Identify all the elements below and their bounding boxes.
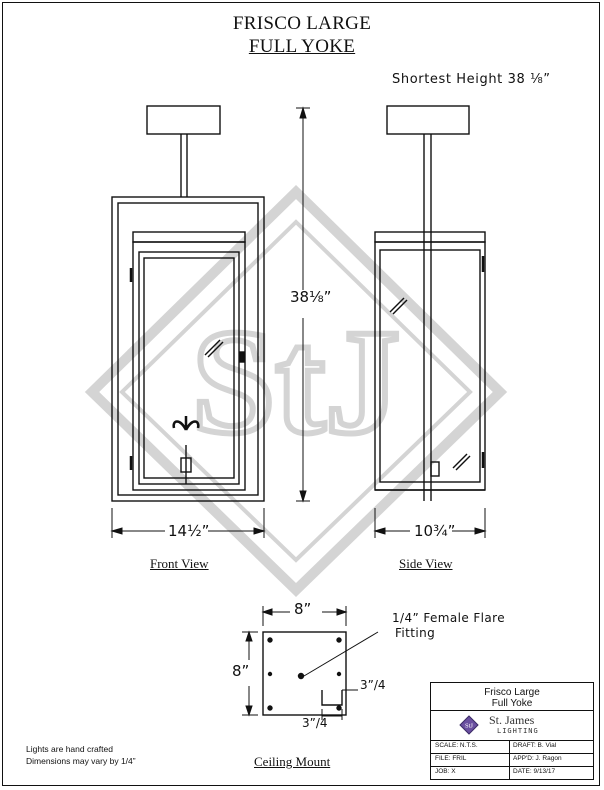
slot-width-label: 3”/4	[360, 678, 386, 692]
handcrafted-note: Lights are hand crafted	[26, 744, 113, 754]
dimension-variance-note: Dimensions may vary by 1/4”	[26, 756, 136, 766]
ceiling-width-label: 8”	[294, 600, 312, 618]
job-field: JOB: X	[435, 768, 456, 775]
front-height-label: 38⅛”	[290, 288, 332, 306]
title-block-row-file: FILE: FRIL APP'D: J. Ragon	[431, 753, 593, 767]
ceiling-mount-plate	[262, 631, 347, 716]
front-view-label: Front View	[150, 556, 209, 571]
front-width-dimension	[110, 508, 266, 538]
fitting-note-line1: 1/4” Female Flare	[392, 611, 505, 625]
approved-field: APP'D: J. Ragon	[513, 755, 562, 762]
title-block-product: Frisco Large Full Yoke	[431, 683, 593, 711]
draft-field: DRAFT: B. Vial	[513, 742, 557, 749]
shortest-height-note: Shortest Height 38 ⅛”	[392, 72, 551, 87]
svg-text:StJ: StJ	[465, 723, 473, 730]
title-block-brand-row: StJ St. James LIGHTING	[431, 711, 593, 741]
flare-fitting-hole	[297, 672, 305, 680]
title-block: Frisco Large Full Yoke StJ St. James LIG…	[430, 682, 594, 780]
scale-field: SCALE: N.T.S.	[435, 742, 478, 749]
date-field: DATE: 9/13/17	[513, 768, 556, 775]
title-block-row-scale: SCALE: N.T.S. DRAFT: B. Vial	[431, 740, 593, 754]
side-width-label: 10¾”	[414, 522, 456, 540]
st-james-logo-icon: StJ	[459, 715, 479, 735]
watermark-text: StJ	[192, 299, 400, 465]
title-block-row-job: JOB: X DATE: 9/13/17	[431, 766, 593, 779]
drawing-title: FRISCO LARGE	[232, 13, 372, 34]
ceiling-mount-dimensions	[242, 606, 379, 720]
front-lantern-frame	[111, 196, 265, 502]
ceiling-mount-drawing	[262, 631, 347, 716]
slot-height-label: 3”/4	[302, 716, 328, 730]
front-height-dimension	[296, 106, 310, 503]
watermark-logo	[84, 184, 508, 597]
ceiling-height-label: 8”	[232, 662, 250, 680]
front-glass	[138, 251, 240, 485]
drawing-subtitle: FULL YOKE	[248, 36, 356, 57]
front-door	[132, 241, 246, 491]
front-view-drawing	[111, 105, 265, 502]
side-lantern-frame	[374, 231, 486, 243]
brand-name: St. James	[489, 713, 535, 727]
side-canopy	[386, 105, 470, 135]
front-canopy	[146, 105, 221, 135]
ceiling-mount-label: Ceiling Mount	[254, 754, 331, 769]
side-view-label: Side View	[399, 556, 453, 571]
brand-subtitle: LIGHTING	[497, 727, 539, 735]
fitting-note-line2: Fitting	[395, 626, 436, 640]
side-width-dimension	[373, 508, 487, 538]
file-field: FILE: FRIL	[435, 755, 467, 762]
side-view-drawing	[374, 105, 486, 501]
title-block-product-line2: Full Yoke	[491, 698, 533, 709]
title-block-product-line1: Frisco Large	[484, 687, 540, 698]
front-width-label: 14½”	[168, 522, 210, 540]
